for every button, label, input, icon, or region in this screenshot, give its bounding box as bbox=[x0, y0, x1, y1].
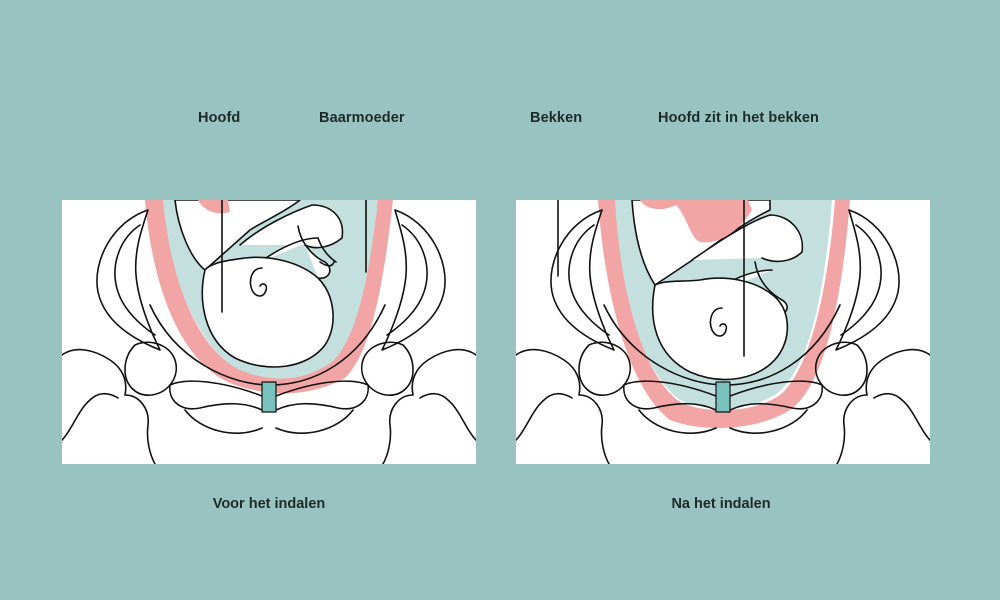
fetus-body-before bbox=[174, 200, 301, 271]
label-hoofd: Hoofd bbox=[198, 110, 241, 126]
left-iliac-wing-after bbox=[550, 209, 615, 351]
fetus-ear-after bbox=[709, 307, 728, 337]
right-femur-before bbox=[382, 348, 476, 464]
caption-before: Voor het indalen bbox=[212, 496, 326, 512]
right-femur-after bbox=[836, 348, 930, 464]
fetus-head-before bbox=[201, 256, 334, 368]
caption-after: Na het indalen bbox=[671, 496, 771, 512]
fetus-limbs-before bbox=[239, 204, 344, 280]
pubic-arch-after bbox=[623, 380, 823, 434]
left-iliac-inner-before bbox=[114, 224, 156, 336]
pubic-arch-before bbox=[169, 380, 369, 434]
label-hoofd-zit-in-het-bekken: Hoofd zit in het bekken bbox=[658, 110, 819, 126]
panel-before-engagement bbox=[62, 200, 476, 464]
cervix-before bbox=[261, 381, 277, 413]
cervix-after bbox=[715, 381, 731, 413]
right-iliac-wing-before bbox=[381, 209, 446, 351]
fetus-ear-before bbox=[249, 267, 268, 297]
left-acetabulum-before bbox=[124, 341, 177, 396]
left-iliac-wing-before bbox=[96, 209, 161, 351]
left-femur-after bbox=[516, 348, 610, 464]
right-acetabulum-before bbox=[361, 341, 414, 396]
left-acetabulum-after bbox=[578, 341, 631, 396]
label-baarmoeder: Baarmoeder bbox=[319, 110, 405, 126]
right-iliac-wing-after bbox=[835, 209, 900, 351]
left-iliac-inner-after bbox=[568, 224, 610, 336]
right-iliac-inner-before bbox=[386, 224, 428, 336]
fetus-placenta-after bbox=[640, 200, 752, 243]
right-acetabulum-after bbox=[815, 341, 868, 396]
left-femur-before bbox=[62, 348, 156, 464]
panel-after-engagement bbox=[516, 200, 930, 464]
label-bekken: Bekken bbox=[530, 110, 583, 126]
fetus-head-after bbox=[651, 277, 789, 381]
fetus-hand-before bbox=[317, 237, 337, 267]
uterus-wall-before bbox=[145, 200, 393, 394]
right-iliac-inner-after bbox=[840, 224, 882, 336]
